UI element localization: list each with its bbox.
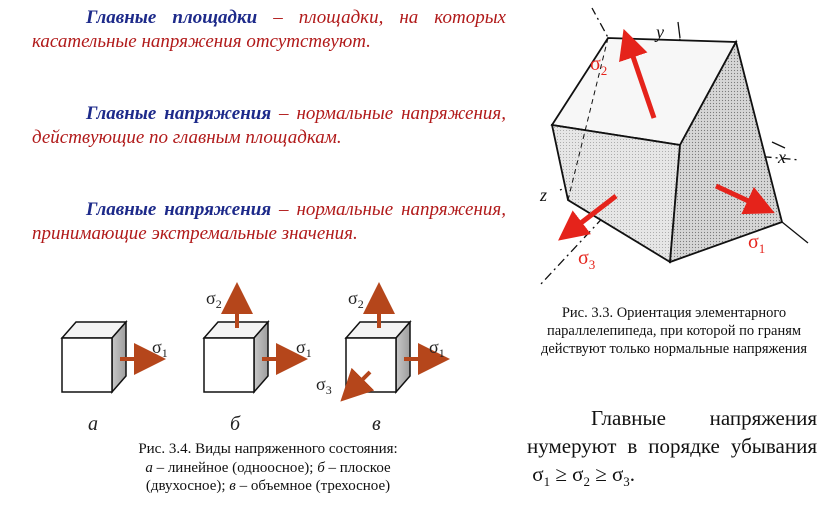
axis-solid [677, 21, 809, 244]
figure-3-3: y x z σ2 σ1 σ3 [539, 7, 809, 286]
definition-extremal-stresses: Главные напряжения – нормальные напряжен… [32, 198, 506, 246]
sigma1-label-a: σ1 [152, 337, 168, 360]
sigma1-arrow [714, 183, 775, 215]
cube-a [60, 320, 128, 394]
definition-principal-planes: Главные площадки – площадки, на которых … [32, 6, 506, 54]
caption-line-2: а – линейное (одноосное); б – плоское [145, 459, 391, 476]
definition-text: – нормальные напряжения, принимающие экс… [32, 199, 507, 244]
axis-label-z: z [539, 185, 547, 205]
hidden-edges [567, 37, 609, 201]
face-front [550, 123, 681, 264]
cube-c [344, 320, 412, 394]
sigma1-label: σ1 [748, 231, 765, 256]
figure-3-4-caption: Рис. 3.4. Виды напряженного состояния: а… [48, 440, 488, 496]
definition-principal-stresses: Главные напряжения – нормальные напряжен… [32, 102, 506, 150]
caption-line-3: (двухосное); в – объемное (трехосное) [145, 478, 391, 494]
sigma3-label: σ3 [578, 247, 595, 272]
sigma1-label-c: σ1 [429, 337, 445, 360]
cube-b [202, 320, 270, 394]
figure-3-3-caption: Рис. 3.3. Ориентация элементарного парал… [540, 305, 807, 357]
definition-text: – площадки, на которых касательные напря… [32, 7, 506, 52]
sigma2-arrow [619, 28, 657, 119]
ordering-note: Главные напряжения нумеруют в порядке уб… [527, 404, 817, 496]
figure-3-4: σ1 а σ1 σ2 б σ1 σ2 σ3 в [60, 282, 450, 435]
label-b: б [230, 413, 241, 435]
definition-text: – нормальные напряжения, действующие по … [32, 103, 507, 148]
term: Главные площадки [86, 7, 258, 28]
label-c: в [372, 413, 381, 435]
sigma2-label-b: σ2 [206, 288, 222, 311]
ordering-formula: σ1 ≥ σ2 ≥ σ3. [532, 462, 636, 490]
sigma3-arrow-c [340, 367, 375, 402]
sigma1-label-b: σ1 [296, 337, 312, 360]
caption-line-1: Рис. 3.4. Виды напряженного состояния: [138, 441, 398, 457]
axis-label-x: x [777, 147, 786, 167]
sigma3-label-c: σ3 [316, 374, 332, 397]
axis-label-y: y [654, 22, 664, 42]
note-text: Главные напряжения нумеруют в порядке уб… [527, 406, 817, 458]
term: Главные напряжения [86, 199, 272, 220]
label-a: а [88, 413, 98, 435]
sigma2-label: σ2 [590, 53, 607, 78]
term: Главные напряжения [86, 103, 272, 124]
sigma3-arrow [558, 194, 618, 241]
sigma2-label-c: σ2 [348, 288, 364, 311]
